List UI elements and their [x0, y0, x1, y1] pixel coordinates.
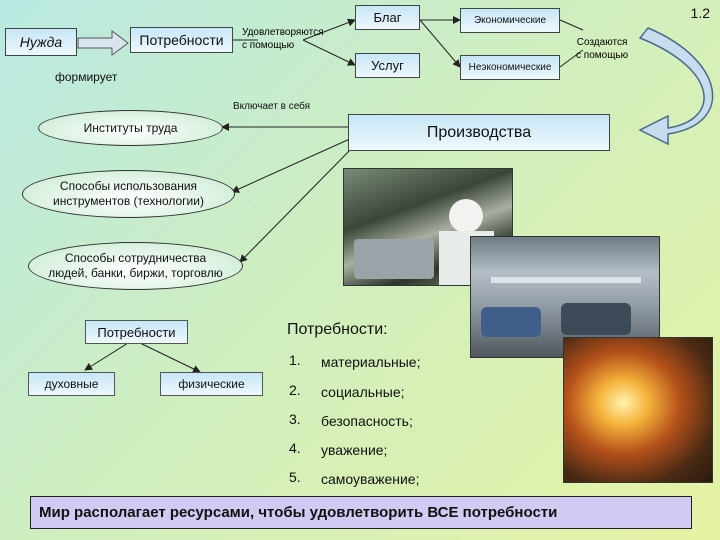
footer-banner: Мир располагает ресурсами, чтобы удовлет… — [30, 496, 692, 529]
needs-item-number: 1. — [289, 352, 301, 368]
satisfied-line-1: Удовлетворяются — [242, 27, 324, 38]
needs-item-text: материальные; — [321, 354, 421, 370]
needs-item-number: 3. — [289, 411, 301, 427]
includes-label: Включает в себя — [233, 101, 311, 112]
line-to-noneconomic — [419, 19, 461, 68]
methods-tools-oval: Способы использования инструментов (техн… — [22, 170, 235, 218]
line-to-goods — [302, 18, 356, 41]
steel-mill-photo — [563, 337, 713, 483]
production-box: Производства — [348, 114, 610, 151]
need-box: Нужда — [5, 28, 77, 56]
line-to-spiritual — [84, 342, 129, 371]
methods-tools-line-1: Способы использования — [59, 179, 198, 193]
line-created — [559, 19, 584, 31]
needs-item-text: социальные; — [321, 384, 405, 400]
slide-number: 1.2 — [690, 5, 710, 21]
labor-institutes-oval: Институты труда — [38, 110, 223, 146]
line-to-tools — [231, 137, 353, 193]
methods-coop-line-1: Способы сотрудничества — [64, 251, 207, 265]
line-created-2 — [559, 49, 584, 68]
satisfied-by-label: Удовлетворяются с помощью — [242, 26, 323, 52]
services-box: Услуг — [355, 53, 420, 78]
needs-item-text: уважение; — [321, 442, 388, 458]
line-to-services — [302, 39, 356, 66]
needs-item-text: самоуважение; — [321, 471, 420, 487]
goods-box: Благ — [355, 5, 420, 30]
economic-box: Экономические — [460, 8, 560, 33]
methods-tools-line-2: инструментов (технологии) — [53, 194, 204, 208]
needs-item-number: 4. — [289, 440, 301, 456]
needs-tree-root: Потребности — [85, 320, 188, 344]
satisfied-line-2: с помощью — [242, 40, 295, 51]
needs-item-number: 5. — [289, 469, 301, 485]
methods-coop-oval: Способы сотрудничества людей, банки, бир… — [28, 242, 243, 290]
needs-item-text: безопасность; — [321, 413, 413, 429]
line-to-physical — [139, 342, 201, 373]
needs-physical: физические — [160, 372, 263, 396]
need-to-needs-arrow-icon — [77, 30, 129, 56]
line-to-coop — [239, 144, 356, 263]
created-by-label: Создаются с помощью — [576, 36, 628, 62]
noneconomic-box: Неэкономические — [460, 55, 560, 80]
created-line-1: Создаются — [576, 37, 628, 48]
methods-coop-line-2: людей, банки, биржи, торговлю — [48, 266, 223, 280]
created-line-2: с помощью — [576, 50, 629, 61]
forms-label: формирует — [55, 70, 118, 84]
needs-list-title: Потребности: — [287, 321, 388, 338]
needs-spiritual: духовные — [28, 372, 115, 396]
big-arrow-icon — [638, 27, 714, 146]
needs-item-number: 2. — [289, 382, 301, 398]
needs-box: Потребности — [130, 27, 233, 53]
